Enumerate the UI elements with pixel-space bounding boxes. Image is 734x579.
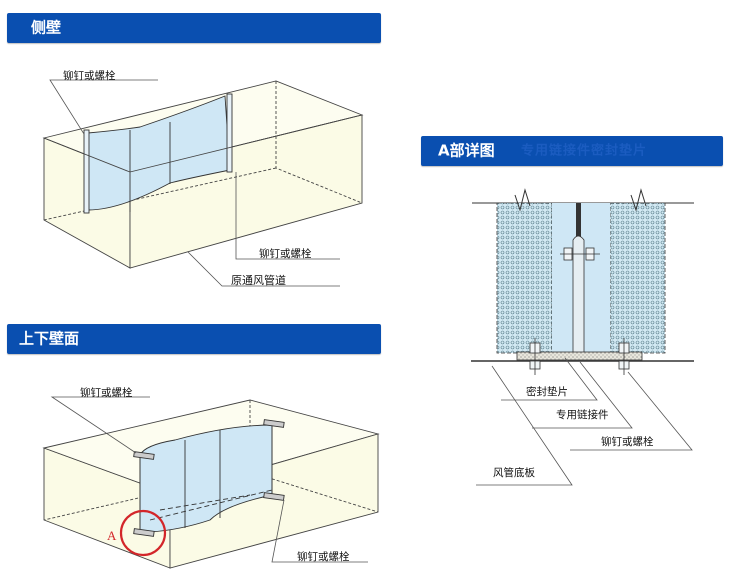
detail-a-marker-circle [119,509,167,557]
detail-a-drawing [471,188,694,486]
top-bottom-wall-title: 上下壁面 [19,329,80,348]
rivet-label: 铆钉或螺栓 [601,436,654,448]
detail-a-ghost-text: 专用链接件密封垫片 [521,143,648,159]
duct-floor-label: 风管底板 [493,467,535,479]
side-wall-rivet-label-right: 铆钉或螺栓 [259,248,312,260]
side-wall-rivet-label-top: 铆钉或螺栓 [63,70,116,82]
top-bottom-rivet-label-top: 铆钉或螺栓 [80,387,133,399]
connector-label: 专用链接件 [556,409,609,421]
side-wall-leaders [49,79,340,287]
gasket-label: 密封垫片 [526,386,568,398]
top-bottom-duct-drawing [42,399,380,569]
detail-a-banner: A部详图 专用链接件密封垫片 [421,136,723,166]
original-duct-label: 原通风管道 [231,274,286,287]
top-bottom-wall-banner: 上下壁面 [7,324,381,354]
side-wall-banner: 侧壁 [7,13,381,43]
top-bottom-rivet-label-bottom: 铆钉或螺栓 [297,551,350,563]
detail-a-title: A部详图 [438,141,495,160]
side-wall-title: 侧壁 [31,18,62,37]
top-bottom-leaders [50,396,368,563]
side-wall-duct-drawing [42,80,364,269]
detail-a-marker-letter: A [107,528,117,543]
